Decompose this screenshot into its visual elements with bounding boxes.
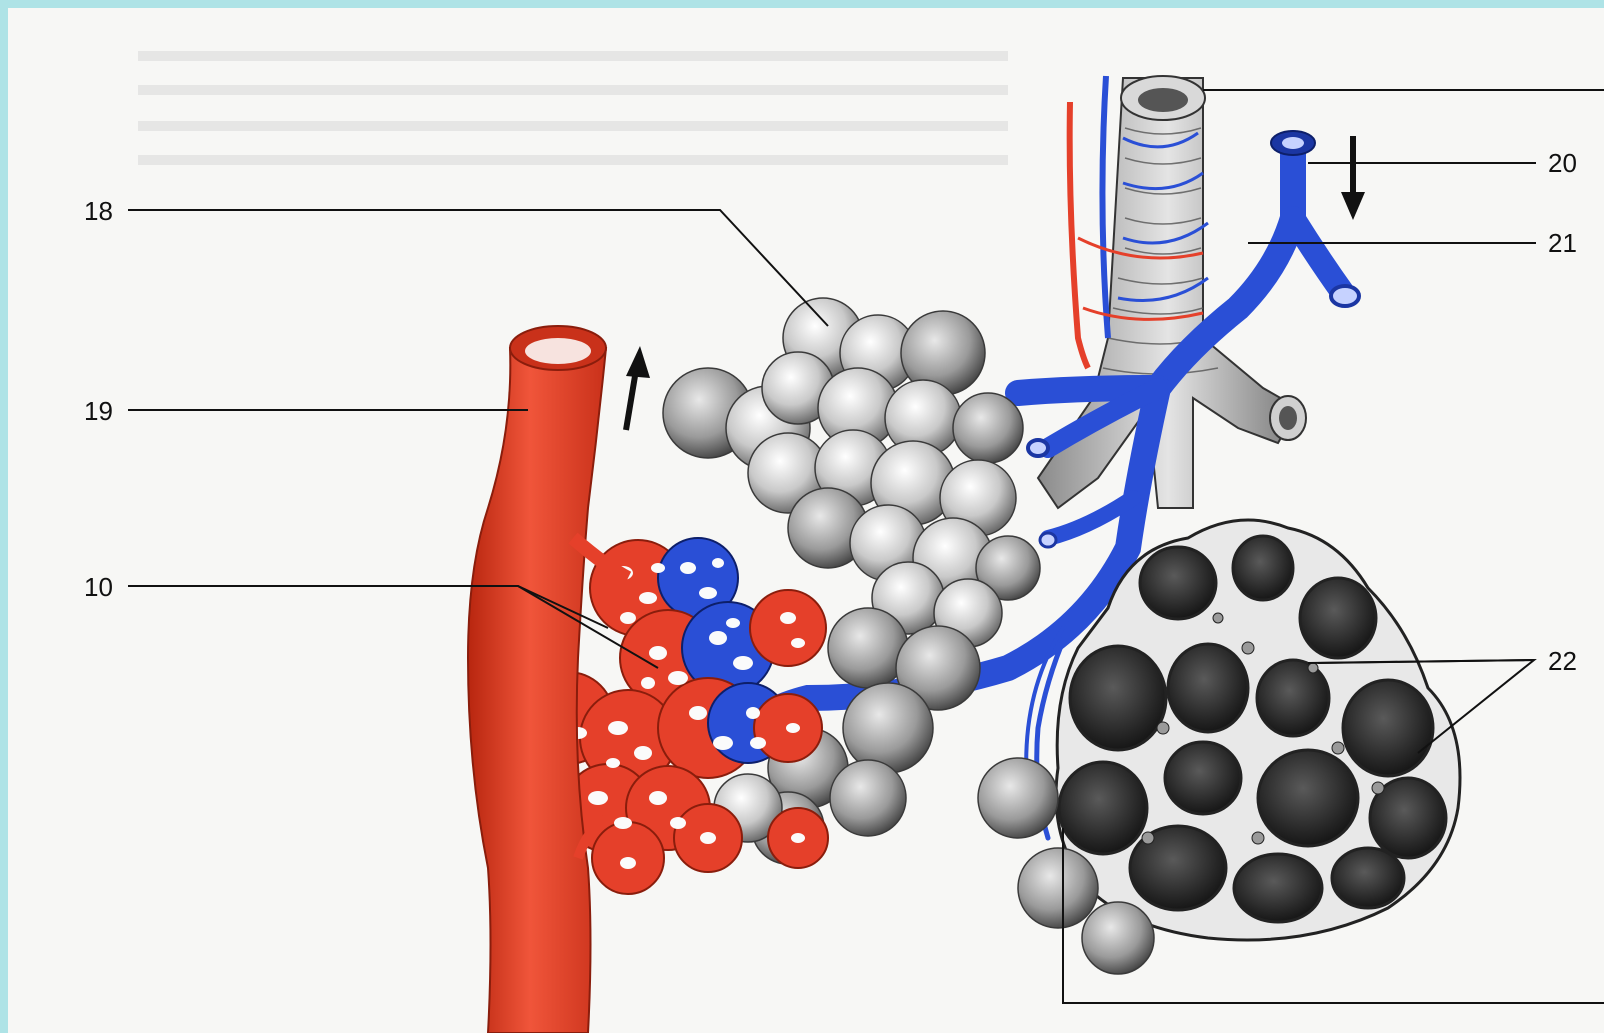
vein-lumen-top [1282, 137, 1304, 149]
label-20: 20 [1548, 148, 1577, 178]
label-19: 19 [84, 396, 113, 426]
label-21: 21 [1548, 228, 1577, 258]
background-bleed-texture [138, 56, 1008, 160]
label-22: 22 [1548, 646, 1577, 676]
arrow-up-icon [626, 346, 650, 430]
label-18: 18 [84, 196, 113, 226]
diagram-frame: 18 19 10 20 21 22 [8, 8, 1604, 1033]
vein-opening-left [1028, 440, 1048, 456]
label-10: 10 [84, 572, 113, 602]
vein-opening-side [1331, 286, 1359, 306]
vein-opening-small [1040, 533, 1056, 547]
lung-alveoli-illustration: 18 19 10 20 21 22 [8, 8, 1604, 1033]
arrow-down-icon [1341, 136, 1365, 220]
pulmonary-artery [468, 326, 628, 1033]
